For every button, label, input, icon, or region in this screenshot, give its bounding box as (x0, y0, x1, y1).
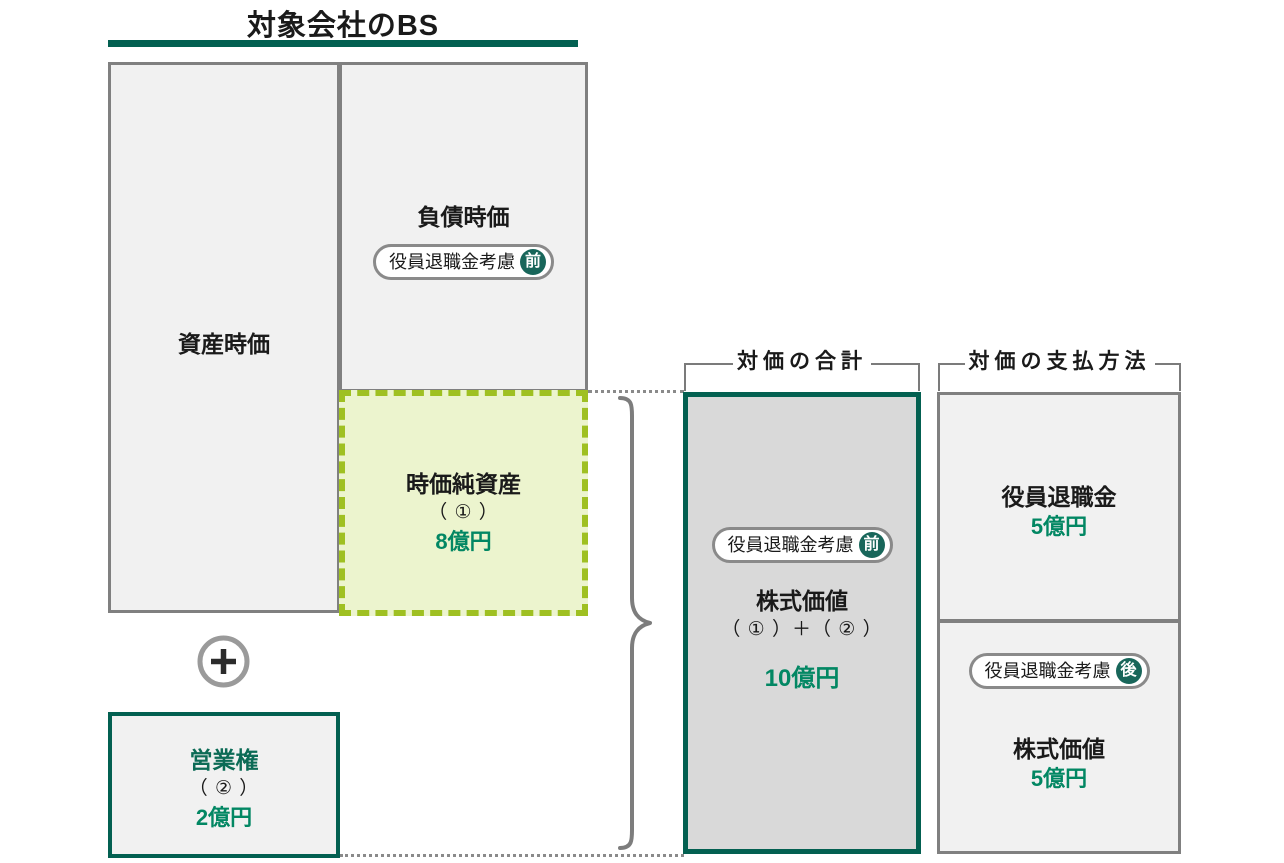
title-underline (108, 40, 578, 47)
share-value-label: 株式価値 (756, 588, 848, 614)
share-value-amount: 10億円 (764, 665, 840, 693)
badge-label: 役員退職金考慮 (984, 661, 1111, 681)
share-value-note: （ ① ）＋（ ② ） (721, 618, 883, 640)
connector-line-bottom (340, 854, 684, 857)
asset-market-value-label: 資産時価 (178, 331, 270, 357)
goodwill-box: 営業権 （ ② ） 2億円 (108, 712, 340, 858)
goodwill-label: 営業権 (189, 747, 259, 773)
bracket-total-consideration: 対価の合計 (684, 347, 920, 391)
retirement-allowance-label: 役員退職金 (1001, 484, 1117, 510)
bracket-payment-method: 対価の支払方法 (938, 347, 1181, 391)
badge-retirement-after: 役員退職金考慮 後 (968, 653, 1150, 689)
plus-icon (196, 634, 251, 689)
share-value-after-box: 役員退職金考慮 後 株式価値 5億円 (937, 620, 1181, 854)
net-asset-amount: 8億円 (435, 529, 492, 555)
badge-mark-icon: 前 (520, 248, 546, 275)
bracket-payment-label: 対価の支払方法 (938, 345, 1181, 375)
badge-label: 役員退職金考慮 (727, 535, 854, 555)
badge-mark-icon: 前 (858, 532, 885, 558)
retirement-allowance-box: 役員退職金 5億円 (937, 392, 1181, 622)
total-consideration-box: 役員退職金考慮 前 株式価値 （ ① ）＋（ ② ） 10億円 (683, 392, 921, 854)
goodwill-note: （ ② ） (188, 777, 260, 799)
grouping-brace (612, 392, 658, 854)
net-asset-label: 時価純資産 (406, 471, 521, 497)
net-asset-note: （ ① ） (428, 501, 499, 523)
asset-market-value-box: 資産時価 (108, 62, 340, 613)
retirement-allowance-amount: 5億円 (1030, 513, 1088, 539)
badge-mark-icon: 後 (1115, 658, 1142, 684)
badge-retirement-before-liability: 役員退職金考慮 前 (373, 243, 554, 280)
net-asset-market-value-box: 時価純資産 （ ① ） 8億円 (339, 390, 588, 616)
badge-retirement-before-total: 役員退職金考慮 前 (711, 527, 893, 563)
bracket-total-label: 対価の合計 (684, 345, 920, 375)
connector-line-top (588, 390, 684, 393)
share-value-after-label: 株式価値 (1013, 736, 1105, 762)
share-value-after-amount: 5億円 (1030, 765, 1088, 791)
badge-label: 役員退職金考慮 (389, 251, 515, 272)
liability-market-value-box: 負債時価 役員退職金考慮 前 (339, 62, 588, 392)
liability-market-value-label: 負債時価 (417, 204, 510, 230)
page-title: 対象会社のBS (246, 10, 440, 42)
goodwill-amount: 2億円 (195, 805, 253, 831)
